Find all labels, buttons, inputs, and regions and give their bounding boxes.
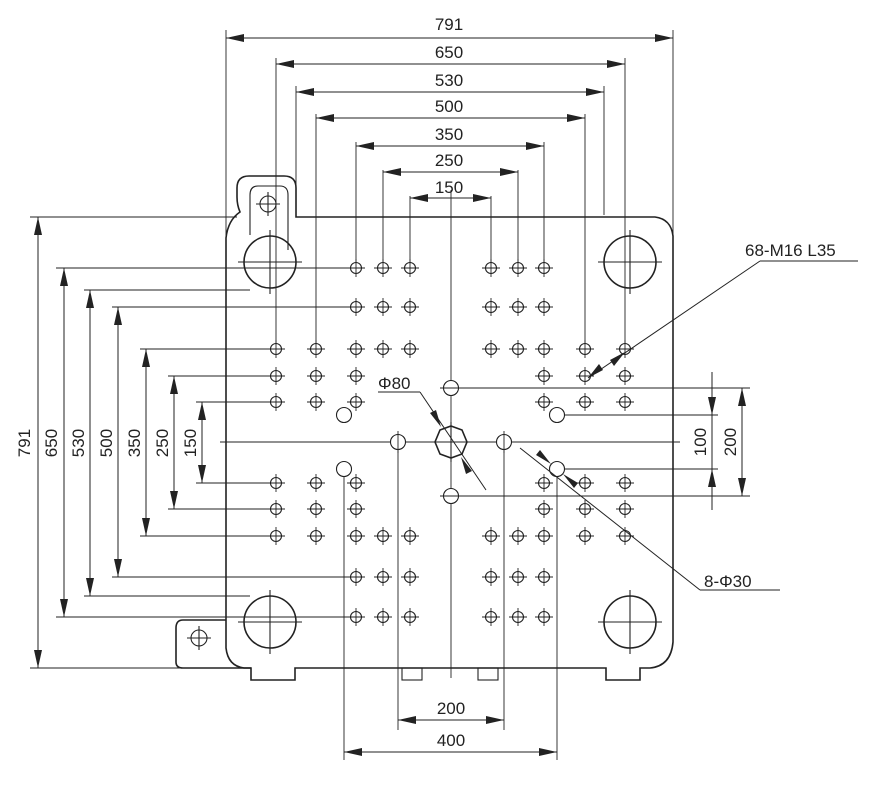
tie-bar-hole-tl bbox=[238, 230, 302, 294]
center-bore-label: Φ80 bbox=[378, 374, 410, 393]
through-holes-label: 8-Φ30 bbox=[704, 572, 752, 591]
left-dimensions: 791 650 530 500 350 250 150 bbox=[15, 217, 206, 668]
tapped-holes-label: 68-M16 L35 bbox=[745, 241, 836, 260]
dim-left-150: 150 bbox=[181, 429, 200, 457]
dim-bottom-200: 200 bbox=[437, 699, 465, 718]
callout-tapped-holes: 68-M16 L35 bbox=[587, 241, 858, 379]
bottom-dimensions: 200 400 bbox=[344, 699, 557, 756]
dim-left-350: 350 bbox=[125, 429, 144, 457]
dim-left-791: 791 bbox=[15, 429, 34, 457]
callout-through-holes: 8-Φ30 bbox=[519, 447, 780, 591]
extension-lines bbox=[30, 30, 750, 760]
dim-right-100: 100 bbox=[691, 428, 710, 456]
dim-top-500: 500 bbox=[435, 97, 463, 116]
ear-hole-bottom bbox=[187, 626, 211, 650]
dim-left-530: 530 bbox=[69, 429, 88, 457]
dim-top-530: 530 bbox=[435, 71, 463, 90]
dim-top-350: 350 bbox=[435, 125, 463, 144]
top-dimensions: 791 650 530 500 350 250 150 bbox=[226, 15, 673, 202]
tie-bar-hole-br bbox=[598, 590, 662, 654]
dim-top-650: 650 bbox=[435, 43, 463, 62]
dim-left-650: 650 bbox=[42, 429, 61, 457]
callout-center-bore: Φ80 bbox=[378, 374, 487, 491]
through-holes bbox=[335, 379, 566, 505]
dim-left-250: 250 bbox=[153, 429, 172, 457]
tie-bar-hole-bl bbox=[238, 590, 302, 654]
dim-right-200: 200 bbox=[721, 428, 740, 456]
dim-top-250: 250 bbox=[435, 151, 463, 170]
dim-top-791: 791 bbox=[435, 15, 463, 34]
right-dimensions: 100 200 bbox=[691, 372, 746, 510]
dim-top-150: 150 bbox=[435, 178, 463, 197]
center-bore bbox=[431, 422, 471, 462]
tie-bar-holes bbox=[187, 192, 662, 654]
dim-left-500: 500 bbox=[97, 429, 116, 457]
dim-bottom-400: 400 bbox=[437, 731, 465, 750]
tie-bar-hole-tr bbox=[598, 230, 662, 294]
platen-outline bbox=[175, 175, 674, 681]
